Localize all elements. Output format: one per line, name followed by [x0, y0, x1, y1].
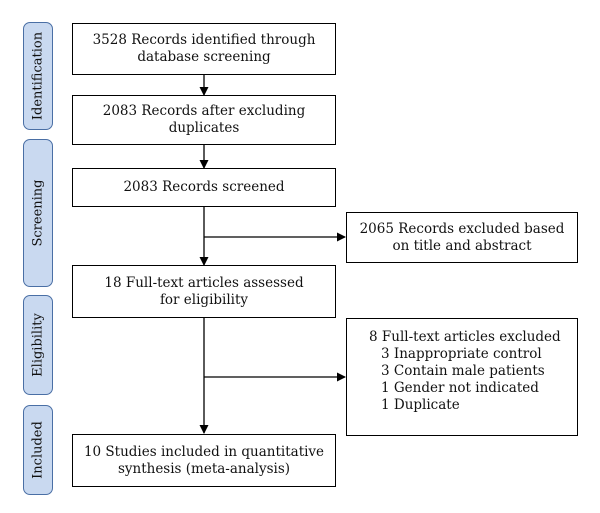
records-after-duplicates-line-2: duplicates	[168, 120, 240, 136]
records-identified-line-1: 3528 Records identified through	[92, 32, 316, 48]
stage-included: Included	[23, 405, 53, 495]
fulltext-assessed-line-1: 18 Full-text articles assessed	[104, 274, 304, 291]
records-identified-line-2: database screening	[137, 49, 271, 65]
records-excluded-title-line-1: 2065 Records excluded based	[359, 220, 565, 237]
fulltext-excluded-box: 8 Full-text articles excluded 3 Inapprop…	[346, 318, 578, 436]
studies-included-box: 10 Studies included in quantitative synt…	[72, 434, 336, 487]
stage-screening: Screening	[23, 139, 53, 287]
exclusion-reason: 1 Gender not indicated	[381, 380, 539, 396]
exclusion-reason: 3 Inappropriate control	[381, 346, 542, 362]
records-screened-box: 2083 Records screened	[72, 168, 336, 207]
records-excluded-title-box: 2065 Records excluded based on title and…	[346, 212, 578, 263]
stage-included-label: Included	[30, 421, 46, 479]
records-after-duplicates-line-1: 2083 Records after excluding	[102, 103, 306, 119]
fulltext-excluded-heading: 8 Full-text articles excluded	[369, 329, 561, 345]
stage-eligibility: Eligibility	[23, 295, 53, 395]
records-excluded-title-line-2: on title and abstract	[392, 237, 532, 254]
fulltext-assessed-box: 18 Full-text articles assessed for eligi…	[72, 265, 336, 318]
exclusion-reason: 3 Contain male patients	[381, 363, 545, 379]
studies-included-line-2: synthesis (meta-analysis)	[117, 460, 291, 477]
exclusion-reason: 1 Duplicate	[381, 397, 460, 413]
stage-identification: Identification	[23, 22, 53, 130]
records-after-duplicates-box: 2083 Records after excluding duplicates	[72, 95, 336, 145]
stage-screening-label: Screening	[30, 179, 46, 247]
stage-identification-label: Identification	[30, 31, 46, 121]
studies-included-line-1: 10 Studies included in quantitative	[83, 443, 325, 460]
fulltext-assessed-line-2: for eligibility	[159, 291, 249, 308]
stage-eligibility-label: Eligibility	[30, 313, 46, 377]
records-screened-line-1: 2083 Records screened	[123, 179, 285, 195]
records-identified-box: 3528 Records identified through database…	[72, 23, 336, 75]
